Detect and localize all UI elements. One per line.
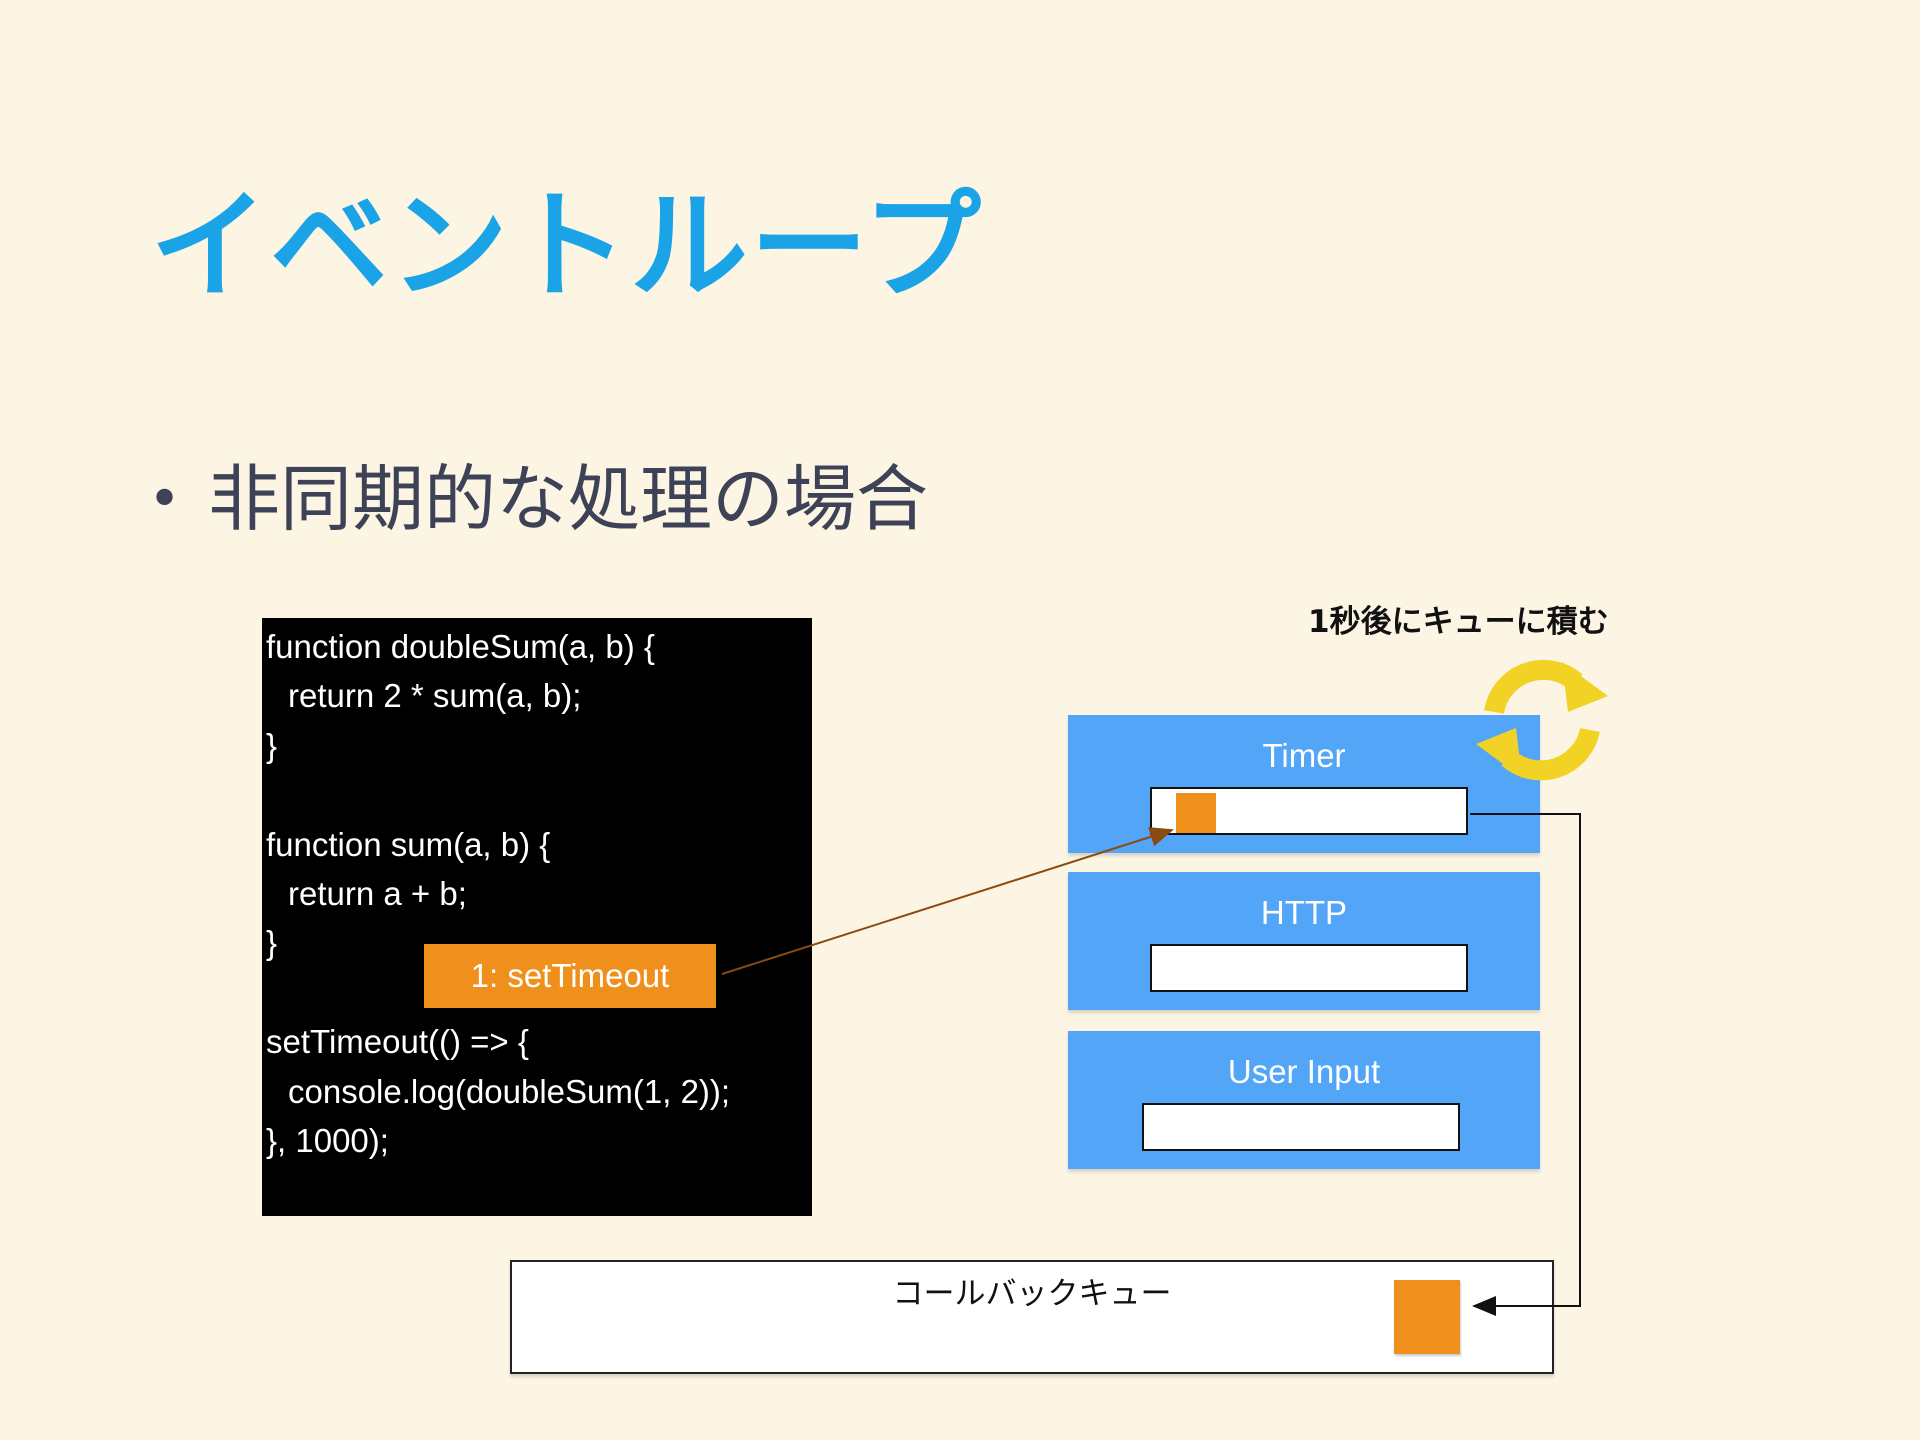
enqueue-arrow [1470, 813, 1581, 1316]
api-slot [1150, 944, 1468, 992]
callback-queue: コールバックキュー [510, 1260, 1554, 1374]
bullet-text: 非同期的な処理の場合 [208, 457, 929, 541]
code-line: } [266, 726, 278, 764]
code-panel: function doubleSum(a, b) { return 2 * su… [262, 618, 812, 1216]
refresh-cycle-icon [1476, 659, 1608, 781]
api-box-user-input: User Input [1068, 1031, 1540, 1169]
bullet-marker: • [148, 467, 182, 532]
queued-task-block [1394, 1280, 1460, 1354]
slide-title: イベントループ [150, 177, 983, 315]
api-label: User Input [1227, 1053, 1381, 1090]
api-box-timer: Timer [1068, 715, 1540, 853]
code-line: return 2 * sum(a, b); [288, 677, 582, 715]
code-line: setTimeout(() => { [266, 1023, 529, 1061]
queue-note: 1秒後にキューに積む [1308, 604, 1609, 640]
step-tag: 1: setTimeout [424, 944, 716, 1008]
code-line: } [266, 924, 278, 962]
code-line: function sum(a, b) { [266, 825, 551, 863]
code-line: function doubleSum(a, b) { [266, 628, 655, 665]
timer-task-block [1176, 793, 1216, 833]
dispatch-arrow [721, 827, 1174, 975]
api-box-http: HTTP [1068, 872, 1540, 1010]
code-line: console.log(doubleSum(1, 2)); [288, 1072, 731, 1110]
api-label: Timer [1262, 737, 1346, 774]
api-slot [1142, 1103, 1460, 1151]
api-label: HTTP [1260, 894, 1348, 931]
callback-queue-label: コールバックキュー [892, 1276, 1172, 1312]
code-line: return a + b; [288, 874, 467, 912]
code-line: }, 1000); [266, 1121, 389, 1159]
bullet-item: • 非同期的な処理の場合 [148, 440, 928, 545]
